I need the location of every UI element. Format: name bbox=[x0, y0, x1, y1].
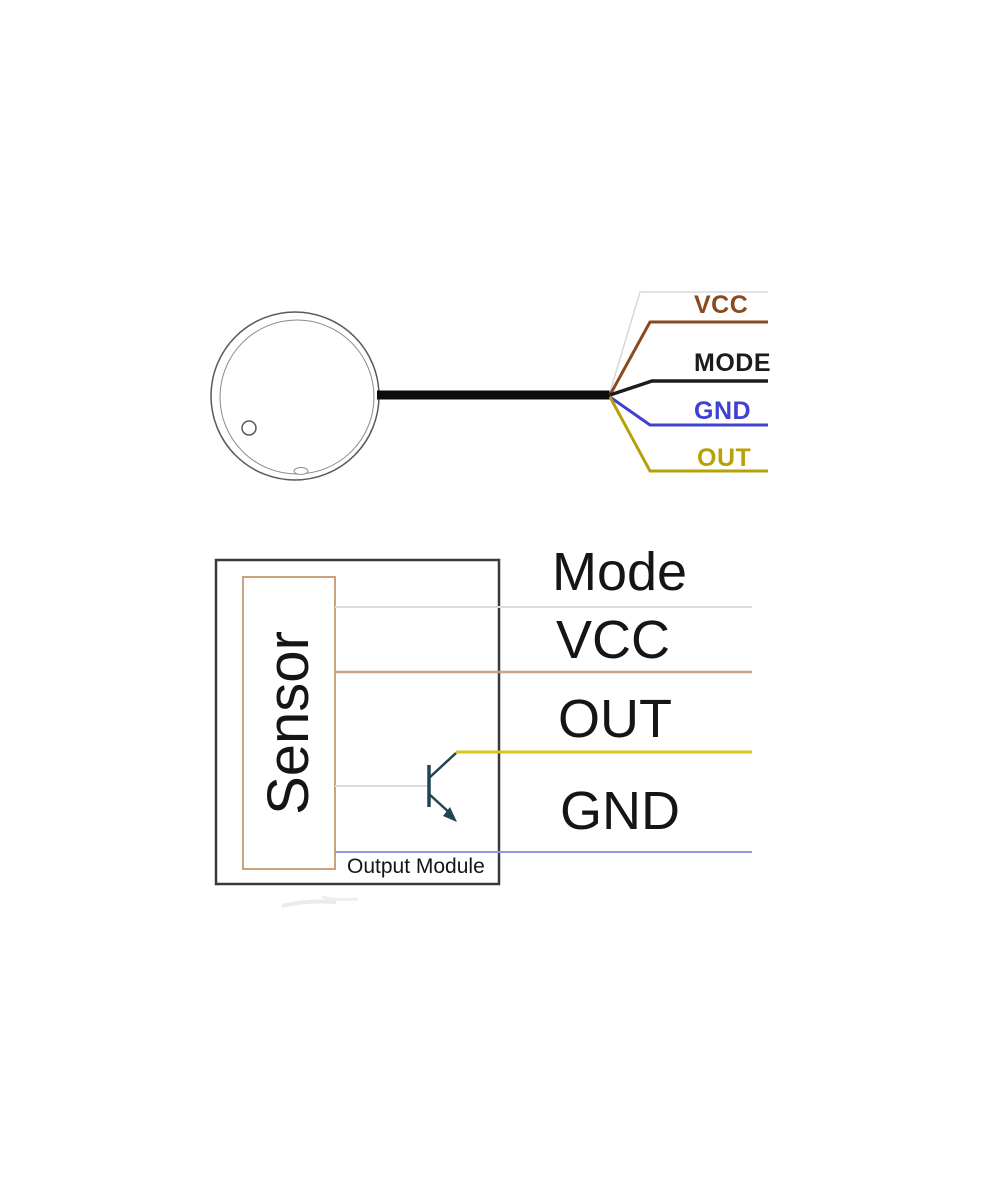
wire-gnd bbox=[609, 395, 768, 427]
wire-label-vcc: VCC bbox=[694, 291, 748, 319]
sensor-mount-hole bbox=[241, 420, 257, 436]
output-module-label: Output Module bbox=[347, 855, 485, 878]
transistor-emitter-arrow bbox=[443, 807, 457, 822]
cable-jacket-outline bbox=[609, 291, 768, 393]
wire-out bbox=[608, 396, 768, 473]
module-box bbox=[214, 558, 501, 886]
wire-mode bbox=[609, 379, 768, 397]
transistor-collector bbox=[428, 752, 457, 779]
pin-label-mode: Mode bbox=[552, 542, 688, 602]
sensor-bottom-notch bbox=[293, 467, 309, 475]
wire-label-gnd: GND bbox=[694, 397, 751, 425]
pin-label-vcc: VCC bbox=[556, 610, 671, 670]
wire-label-out: OUT bbox=[697, 444, 751, 472]
wire-label-mode: MODE bbox=[694, 349, 771, 377]
pin-label-gnd: GND bbox=[560, 781, 680, 841]
sensor-block-label: Sensor bbox=[256, 631, 321, 815]
pin-label-out: OUT bbox=[558, 689, 672, 749]
wire-vcc bbox=[608, 320, 768, 396]
sensor-block bbox=[242, 576, 336, 870]
smudge-artifact bbox=[321, 895, 359, 902]
sensor-body-outline bbox=[210, 311, 380, 481]
smudge-artifact bbox=[281, 899, 337, 908]
